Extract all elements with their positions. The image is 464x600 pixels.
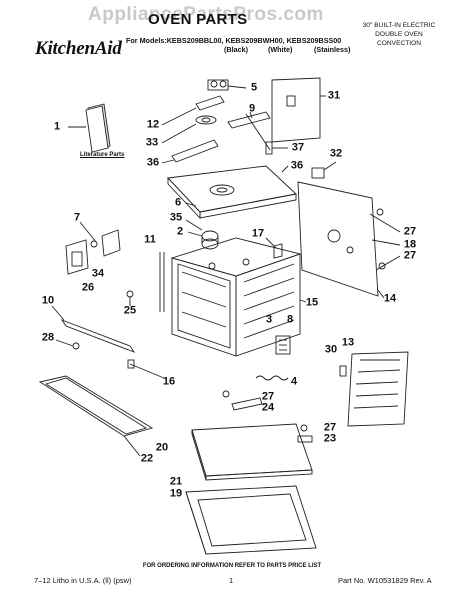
part-number: Part No. W10531829 Rev. A	[338, 576, 432, 585]
callout-28: 28	[41, 331, 55, 344]
top-sensor-drawing	[207, 79, 247, 91]
bracket-nine-drawing	[227, 111, 271, 151]
variant-stainless: (Stainless)	[314, 45, 351, 54]
callout-27: 27	[261, 390, 275, 403]
callout-16: 16	[162, 375, 176, 388]
callout-10: 10	[41, 294, 55, 307]
callout-33: 33	[145, 136, 159, 149]
literature-parts-label: Literature Parts	[80, 152, 125, 158]
door-liner-right-drawing	[339, 351, 409, 427]
duct-left-drawing	[161, 139, 219, 164]
ordering-note: FOR ORDERING INFORMATION REFER TO PARTS …	[142, 563, 322, 569]
part-11-rod-drawing	[159, 252, 165, 312]
side-panel-right-drawing	[297, 181, 401, 299]
callout-6: 6	[174, 196, 182, 209]
product-description-line-1: 30" BUILT-IN ELECTRIC	[362, 22, 436, 29]
callout-18: 18	[403, 238, 417, 251]
page-number: 1	[229, 576, 234, 585]
callout-27: 27	[403, 249, 417, 262]
callout-21: 21	[169, 475, 183, 488]
callout-1: 1	[53, 120, 61, 133]
callout-11: 11	[144, 233, 156, 246]
callout-34: 34	[91, 267, 105, 280]
rear-panel-drawing	[271, 77, 326, 143]
hinge-24-drawing	[222, 390, 263, 411]
callout-12: 12	[146, 118, 160, 131]
variant-white: (White)	[268, 45, 293, 54]
callout-15: 15	[305, 296, 319, 309]
door-frame-drawing	[185, 485, 317, 555]
callout-25: 25	[123, 304, 137, 317]
top-wrapper-drawing	[167, 165, 297, 220]
screw-25-drawing	[126, 290, 134, 306]
panel-set-seven-drawing	[65, 221, 121, 275]
callout-36: 36	[146, 156, 160, 169]
callout-14: 14	[383, 292, 397, 305]
callout-36: 36	[290, 159, 304, 172]
callout-8: 8	[286, 313, 294, 326]
callout-17: 17	[251, 227, 265, 240]
callout-22: 22	[140, 452, 154, 465]
callout-30: 30	[324, 343, 338, 356]
small-parts-top-drawing	[161, 95, 225, 144]
part-32-drawing	[311, 161, 337, 179]
callout-26: 26	[81, 281, 95, 294]
part-16-drawing	[127, 359, 165, 379]
callout-27: 27	[403, 225, 417, 238]
callout-27: 27	[323, 421, 337, 434]
callout-7: 7	[73, 211, 81, 224]
part-17-drawing	[265, 237, 283, 259]
watermark: AppliancePartsPros.com	[88, 4, 324, 25]
callout-9: 9	[248, 102, 256, 115]
callout-2: 2	[176, 225, 184, 238]
product-description-line-3: CONVECTION	[377, 40, 421, 47]
oven-cavity-drawing	[170, 237, 307, 357]
part-8-vent-drawing	[275, 335, 291, 355]
door-glass-drawing	[191, 423, 313, 481]
callout-5: 5	[250, 81, 258, 94]
callout-35: 35	[169, 211, 183, 224]
callout-13: 13	[341, 336, 355, 349]
convection-fan-drawing	[185, 219, 219, 250]
rail-ten-drawing	[51, 305, 136, 353]
callout-3: 3	[265, 313, 273, 326]
callout-32: 32	[329, 147, 343, 160]
callout-23: 23	[323, 432, 337, 445]
part-37-drawing	[265, 141, 288, 155]
brand-logo: KitchenAid	[35, 38, 122, 59]
callout-19: 19	[169, 487, 183, 500]
variant-black: (Black)	[224, 45, 248, 54]
litho-note: 7–12 Litho in U.S.A. (ll) (psw)	[34, 576, 132, 585]
model-numbers: For Models:KEBS209BBL00, KEBS209BWH00, K…	[126, 36, 342, 45]
callout-24: 24	[261, 401, 275, 414]
callout-37: 37	[291, 141, 305, 154]
part-23-drawing	[297, 424, 313, 443]
callout-31: 31	[327, 89, 341, 102]
product-description-line-2: DOUBLE OVEN	[375, 31, 423, 38]
page-title: OVEN PARTS	[148, 11, 248, 28]
callout-4: 4	[290, 375, 298, 388]
literature-booklet-drawing	[68, 103, 111, 153]
door-trim-drawing	[38, 375, 154, 457]
callout-20: 20	[155, 441, 169, 454]
spring-4-drawing	[255, 375, 289, 381]
